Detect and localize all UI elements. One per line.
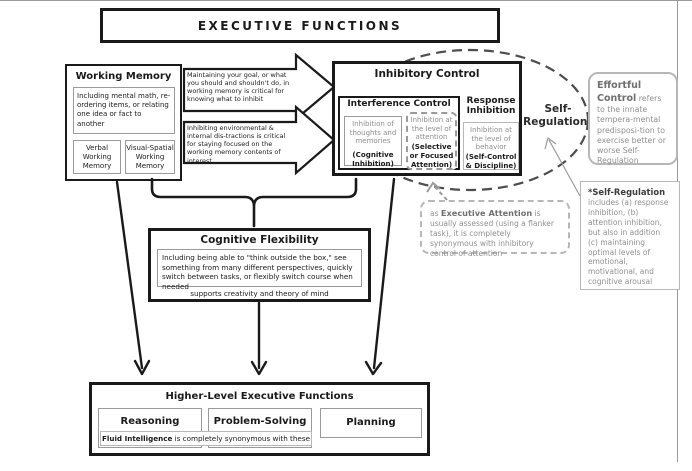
- working-memory-box: Working Memory Including mental math, re…: [65, 64, 182, 181]
- arrowhead-right: [364, 360, 383, 376]
- visual-spatial-working-memory-label: Visual-Spatial Working Memory: [126, 144, 174, 171]
- working-memory-description: Including mental math, re-ordering items…: [77, 92, 171, 128]
- executive-functions-title-box: EXECUTIVE FUNCTIONS: [100, 8, 500, 43]
- effortful-control-heading: Effortful Control: [597, 80, 642, 104]
- self-control-description: Inhibition at the level of behavior: [470, 126, 512, 152]
- brace-connector: [150, 177, 358, 228]
- self-regulation-note-heading: *Self-Regulation: [588, 187, 666, 197]
- fluid-intelligence-note: Fluid Intelligence is completely synonym…: [100, 431, 312, 446]
- working-memory-title: Working Memory: [75, 71, 172, 82]
- interference-control-box: Interference Control Inhibition of thoug…: [338, 96, 460, 170]
- inhibitory-control-to-higher-level-arrow: [372, 177, 396, 370]
- self-regulation-note-body: includes (a) response inhibition, (b) at…: [588, 198, 669, 287]
- self-regulation-label: Self-Regulation*: [523, 103, 593, 128]
- self-regulation-note: *Self-Regulation includes (a) response i…: [580, 181, 680, 290]
- planning-label: Planning: [346, 417, 396, 428]
- effortful-control-body: refers to the innate tempera-mental pred…: [597, 93, 666, 166]
- planning-box: Planning: [320, 408, 422, 438]
- cognitive-inhibition-description: Inhibition of thoughts and memories: [349, 120, 397, 146]
- executive-attention-connector: [426, 181, 448, 201]
- executive-attention-rest: is usually assessed (using a flanker tas…: [430, 209, 554, 258]
- verbal-working-memory-box: Verbal Working Memory: [73, 140, 121, 174]
- cognitive-inhibition-label: (Cognitive Inhibition): [352, 149, 394, 168]
- working-memory-description-box: Including mental math, re-ordering items…: [73, 87, 175, 134]
- selective-attention-label: (Selective or Focused Attention): [409, 141, 454, 169]
- self-regulation-note-arrow: [544, 136, 581, 197]
- cognitive-inhibition-box: Inhibition of thoughts and memories (Cog…: [344, 116, 402, 168]
- selective-attention-box: Inhibition at the level of attention (Se…: [406, 112, 457, 170]
- cognitive-flexibility-description: Including being able to "think outside t…: [162, 253, 353, 291]
- goal-maintenance-arrow-text: Maintaining your goal, or what you shoul…: [187, 71, 290, 104]
- distraction-inhibition-arrow-text: Inhibiting environmental & internal dis-…: [187, 124, 286, 165]
- working-memory-to-higher-level-arrow: [115, 180, 144, 370]
- inhibitory-control-box: Inhibitory Control Interference Control …: [332, 61, 522, 176]
- cognitive-flexibility-box: Cognitive Flexibility Including being ab…: [148, 228, 371, 302]
- higher-level-executive-functions-box: Higher-Level Executive Functions Reasoni…: [89, 382, 430, 456]
- page-title: EXECUTIVE FUNCTIONS: [197, 19, 403, 33]
- self-control-label: (Self-Control & Discipline): [465, 151, 517, 170]
- cognitive-flexibility-title: Cognitive Flexibility: [200, 234, 319, 246]
- selective-attention-description: Inhibition at the level of attention: [410, 116, 453, 142]
- executive-attention-highlight: Executive Attention: [440, 208, 533, 218]
- inhibitory-control-title: Inhibitory Control: [374, 68, 480, 80]
- effortful-control-note: Effortful Control refers to the innate t…: [588, 72, 678, 165]
- cognitive-flexibility-footnote: supports creativity and theory of mind: [190, 289, 329, 298]
- visual-spatial-working-memory-box: Visual-Spatial Working Memory: [125, 140, 175, 174]
- problem-solving-label: Problem-Solving: [213, 416, 307, 427]
- cognitive-flexibility-description-box: Including being able to "think outside t…: [157, 249, 362, 291]
- higher-level-title: Higher-Level Executive Functions: [165, 391, 354, 402]
- fluid-intelligence-rest: is completely synonymous with these: [172, 434, 311, 443]
- fluid-intelligence-highlight: Fluid Intelligence: [101, 434, 173, 443]
- arrowhead-left: [133, 359, 151, 376]
- verbal-working-memory-label: Verbal Working Memory: [82, 144, 112, 171]
- self-control-box: Inhibition at the level of behavior (Sel…: [463, 122, 519, 170]
- frame-top-line: [0, 0, 692, 1]
- interference-control-title: Interference Control: [347, 99, 451, 109]
- executive-attention-note: as Executive Attention is usually assess…: [420, 200, 570, 258]
- response-inhibition-title: Response Inhibition: [466, 96, 516, 116]
- arrowhead-middle: [250, 360, 268, 376]
- reasoning-label: Reasoning: [120, 416, 180, 427]
- executive-attention-prefix: as: [430, 209, 441, 218]
